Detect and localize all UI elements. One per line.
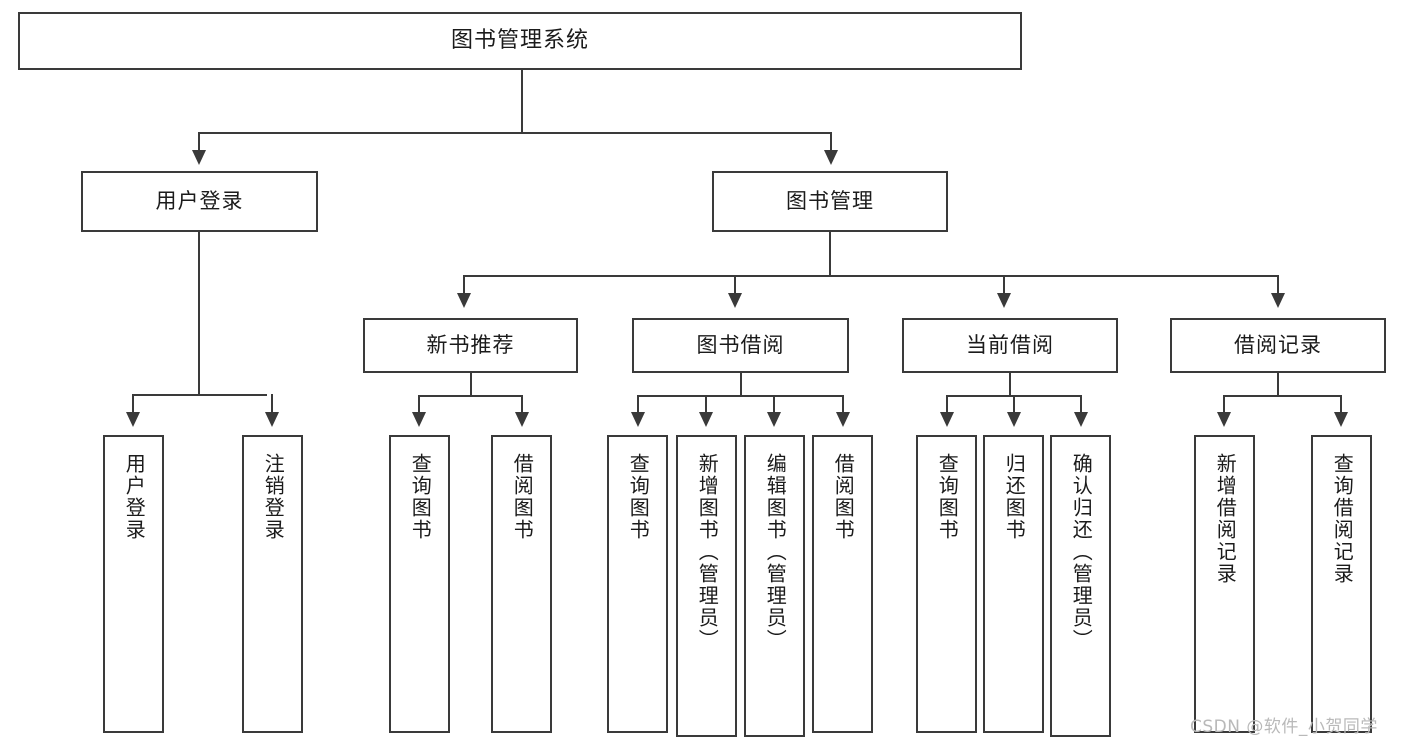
leaf-confirm-return-admin[interactable]: 确认归还（管理员）: [1050, 435, 1111, 737]
arrow-nb-leaf-1: [412, 412, 426, 427]
edge-borrow-record-bus: [1223, 395, 1342, 397]
arrow-cb-leaf-1: [940, 412, 954, 427]
edge-nb-leaf-1: [418, 395, 420, 414]
arrow-bb-leaf-2: [699, 412, 713, 427]
edge-book-borrow-stem: [740, 373, 742, 396]
leaf-borrow-book-recommend[interactable]: 借阅图书: [491, 435, 552, 733]
leaf-edit-book-admin[interactable]: 编辑图书（管理员）: [744, 435, 805, 737]
edge-to-new-book: [463, 275, 465, 295]
node-label: 用户登录: [155, 189, 244, 213]
leaf-label: 新增借阅记录: [1213, 453, 1238, 585]
leaf-label: 查询图书: [408, 453, 433, 541]
edge-to-book-borrow: [734, 275, 736, 295]
leaf-query-book[interactable]: 查询图书: [607, 435, 668, 733]
leaf-borrow-book[interactable]: 借阅图书: [812, 435, 873, 733]
leaf-logout[interactable]: 注销登录: [242, 435, 303, 733]
leaf-label: 用户登录: [122, 453, 147, 541]
edge-root-to-book-mgmt: [830, 132, 832, 152]
arrow-to-book-borrow: [728, 293, 742, 308]
leaf-label: 新增图书（管理员）: [695, 453, 720, 651]
leaf-label: 查询图书: [626, 453, 651, 541]
arrow-br-leaf-2: [1334, 412, 1348, 427]
edge-br-leaf-1: [1223, 395, 1225, 414]
arrow-bb-leaf-3: [767, 412, 781, 427]
node-root-system[interactable]: 图书管理系统: [18, 12, 1022, 70]
node-label: 图书管理系统: [450, 28, 589, 53]
node-current-borrow[interactable]: 当前借阅: [902, 318, 1118, 373]
arrow-bb-leaf-1: [631, 412, 645, 427]
leaf-add-book-admin[interactable]: 新增图书（管理员）: [676, 435, 737, 737]
arrow-to-current-borrow: [997, 293, 1011, 308]
leaf-add-borrow-record[interactable]: 新增借阅记录: [1194, 435, 1255, 733]
leaf-query-book-recommend[interactable]: 查询图书: [389, 435, 450, 733]
edge-to-current-borrow: [1003, 275, 1005, 295]
edge-br-leaf-2: [1340, 395, 1342, 414]
edge-bb-leaf-2: [705, 395, 707, 414]
arrow-to-leaf-logout: [265, 412, 279, 427]
leaf-label: 查询图书: [935, 453, 960, 541]
leaf-return-book[interactable]: 归还图书: [983, 435, 1044, 733]
node-book-borrow[interactable]: 图书借阅: [632, 318, 849, 373]
arrow-to-borrow-record: [1271, 293, 1285, 308]
arrow-cb-leaf-2: [1007, 412, 1021, 427]
arrow-to-new-book: [457, 293, 471, 308]
edge-root-to-user-login: [198, 132, 200, 152]
leaf-user-login[interactable]: 用户登录: [103, 435, 164, 733]
node-user-login[interactable]: 用户登录: [81, 171, 318, 232]
arrow-bb-leaf-4: [836, 412, 850, 427]
leaf-query-borrow-record[interactable]: 查询借阅记录: [1311, 435, 1372, 733]
edge-cb-leaf-2: [1013, 395, 1015, 414]
node-label: 新书推荐: [426, 333, 515, 357]
edge-book-mgmt-bus: [463, 275, 1279, 277]
arrow-to-user-login: [192, 150, 206, 165]
leaf-label: 借阅图书: [831, 453, 856, 541]
edge-cb-leaf-1: [946, 395, 948, 414]
node-label: 借阅记录: [1234, 333, 1322, 357]
edge-nb-leaf-2: [521, 395, 523, 414]
leaf-label: 查询借阅记录: [1330, 453, 1355, 585]
leaf-label: 注销登录: [261, 453, 286, 541]
edge-bb-leaf-4: [842, 395, 844, 414]
edge-user-login-stem: [198, 232, 200, 395]
arrow-to-leaf-user-login: [126, 412, 140, 427]
node-label: 图书借阅: [696, 333, 785, 357]
leaf-query-book-current[interactable]: 查询图书: [916, 435, 977, 733]
arrow-nb-leaf-2: [515, 412, 529, 427]
node-book-management[interactable]: 图书管理: [712, 171, 948, 232]
edge-to-leaf-user-login: [132, 394, 134, 414]
edge-to-leaf-logout: [271, 394, 273, 414]
edge-borrow-record-stem: [1277, 373, 1279, 396]
node-label: 当前借阅: [966, 333, 1054, 357]
node-label: 图书管理: [786, 189, 874, 213]
edge-book-borrow-bus: [637, 395, 844, 397]
node-borrow-record[interactable]: 借阅记录: [1170, 318, 1386, 373]
edge-bb-leaf-1: [637, 395, 639, 414]
leaf-label: 借阅图书: [510, 453, 535, 541]
edge-root-bus: [198, 132, 832, 134]
leaf-label: 确认归还（管理员）: [1069, 453, 1094, 651]
edge-current-borrow-stem: [1009, 373, 1011, 396]
arrow-br-leaf-1: [1217, 412, 1231, 427]
node-new-book-recommendation[interactable]: 新书推荐: [363, 318, 578, 373]
edge-new-book-bus: [418, 395, 523, 397]
leaf-label: 编辑图书（管理员）: [763, 453, 788, 651]
edge-root-stem: [521, 70, 523, 133]
edge-to-borrow-record: [1277, 275, 1279, 295]
edge-new-book-stem: [470, 373, 472, 396]
edge-bb-leaf-3: [773, 395, 775, 414]
edge-user-login-bus: [132, 394, 267, 396]
edge-book-mgmt-stem: [829, 232, 831, 276]
leaf-label: 归还图书: [1002, 453, 1027, 541]
edge-cb-leaf-3: [1080, 395, 1082, 414]
arrow-cb-leaf-3: [1074, 412, 1088, 427]
arrow-to-book-mgmt: [824, 150, 838, 165]
